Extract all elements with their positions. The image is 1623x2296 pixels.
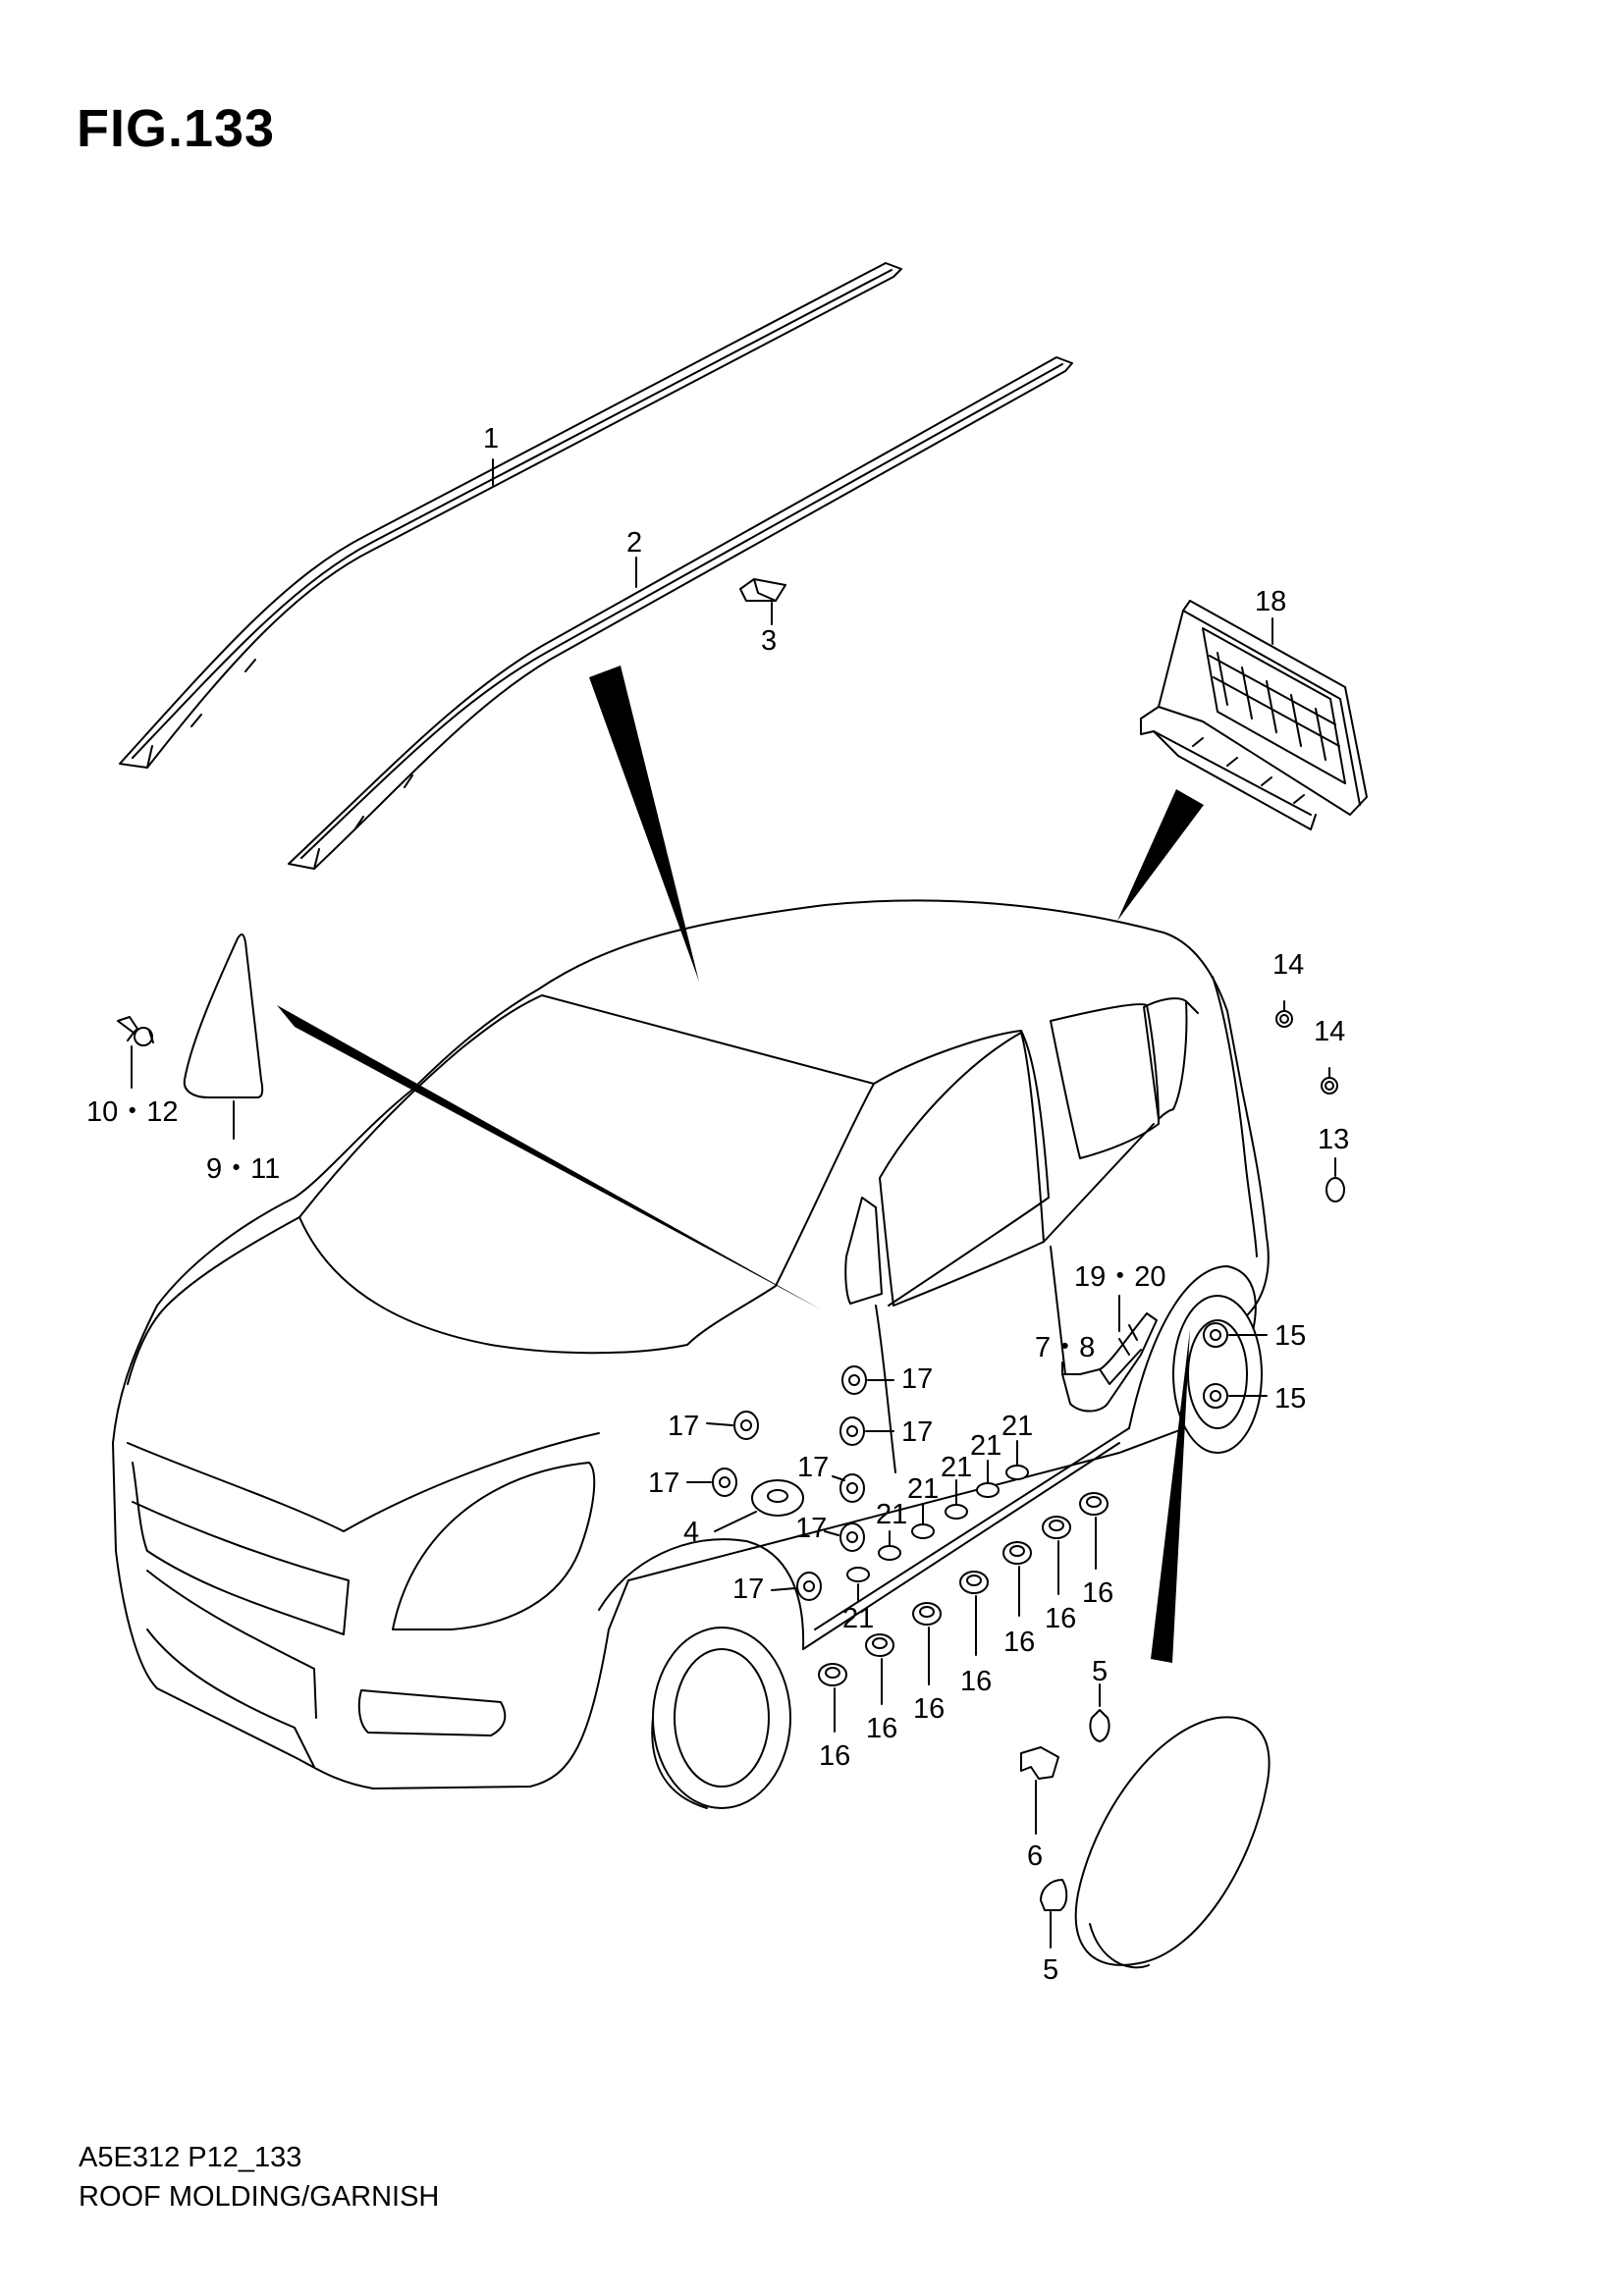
callout-14-upper: 14	[1272, 949, 1304, 981]
roof-molding-left	[119, 262, 902, 769]
callout-21-c: 21	[941, 1452, 972, 1483]
callout-14-lower: 14	[1314, 1016, 1345, 1047]
roof-molding-right	[288, 356, 1073, 870]
clip-part-17	[686, 1365, 894, 1601]
callout-17-a: 17	[901, 1363, 933, 1395]
callout-4: 4	[683, 1517, 699, 1548]
callout-10-12: 10・12	[86, 1096, 179, 1128]
callout-3: 3	[761, 625, 777, 657]
nut-part-14-upper	[1275, 1000, 1293, 1028]
callout-17-e: 17	[797, 1452, 829, 1483]
callout-21-e: 21	[876, 1499, 907, 1530]
callout-16-c: 16	[1003, 1627, 1035, 1658]
callout-16-g: 16	[819, 1740, 850, 1772]
callout-15-lower: 15	[1274, 1383, 1306, 1415]
callout-19-20: 19・20	[1074, 1261, 1166, 1293]
pointer-triangle-garnish	[277, 1005, 821, 1309]
pointer-fuel-door	[1151, 1329, 1190, 1663]
clip-part-10-12	[117, 1016, 154, 1089]
sill-garnish-part-7-8-19-20	[1061, 1295, 1158, 1413]
fuel-door-lid	[1074, 1716, 1271, 1969]
figure-code: A5E312 P12_133	[79, 2142, 302, 2173]
pointer-rear-garnish	[1117, 789, 1204, 921]
callout-13: 13	[1318, 1124, 1349, 1155]
callout-2: 2	[626, 527, 642, 559]
pointer-roof-molding	[589, 666, 699, 982]
callout-5-lower: 5	[1043, 1954, 1058, 1986]
callout-labels: 1 2 3 18 14 14 13 10・12 9・11 19・20 7・8 1…	[86, 423, 1349, 1986]
callout-17-b: 17	[901, 1416, 933, 1448]
figure-caption: ROOF MOLDING/GARNISH	[79, 2181, 440, 2213]
callout-1: 1	[483, 423, 499, 454]
pointer-wedges	[277, 666, 1204, 1663]
clip-part-21	[846, 1440, 1029, 1601]
callout-21-d: 21	[907, 1473, 939, 1505]
callout-16-a: 16	[1082, 1577, 1113, 1609]
callout-17-c: 17	[668, 1411, 699, 1442]
figure-title: FIG.133	[77, 99, 276, 158]
callout-16-b: 16	[1045, 1603, 1076, 1634]
clip-part-3	[739, 578, 786, 625]
callout-15-upper: 15	[1274, 1320, 1306, 1352]
clip-part-5-lower	[1040, 1879, 1068, 1949]
callout-9-11: 9・11	[206, 1153, 280, 1185]
callout-17-d: 17	[648, 1468, 679, 1499]
callout-6: 6	[1027, 1841, 1043, 1872]
callout-21-f: 21	[842, 1603, 874, 1634]
callout-17-f: 17	[795, 1513, 827, 1544]
clip-part-6	[1020, 1746, 1059, 1835]
grommet-part-4	[714, 1479, 804, 1532]
clip-part-16	[818, 1492, 1109, 1733]
callout-16-e: 16	[913, 1693, 945, 1725]
grommet-part-15-lower	[1203, 1383, 1268, 1409]
callout-21-a: 21	[1001, 1411, 1033, 1442]
vehicle-outline	[112, 899, 1270, 1809]
callout-5-upper: 5	[1092, 1656, 1108, 1687]
clip-part-5-upper	[1089, 1683, 1110, 1742]
rear-garnish-part-18	[1140, 600, 1368, 830]
nut-part-14-lower	[1321, 1067, 1338, 1095]
callout-16-d: 16	[960, 1666, 992, 1697]
plug-part-13	[1325, 1157, 1345, 1202]
callout-17-g: 17	[732, 1574, 764, 1605]
callout-16-f: 16	[866, 1713, 897, 1744]
grommet-part-15-upper	[1203, 1322, 1268, 1348]
callout-21-b: 21	[970, 1430, 1001, 1462]
callout-18: 18	[1255, 586, 1286, 617]
triangle-garnish-part-9-11	[183, 933, 264, 1140]
callout-7-8: 7・8	[1035, 1332, 1095, 1363]
